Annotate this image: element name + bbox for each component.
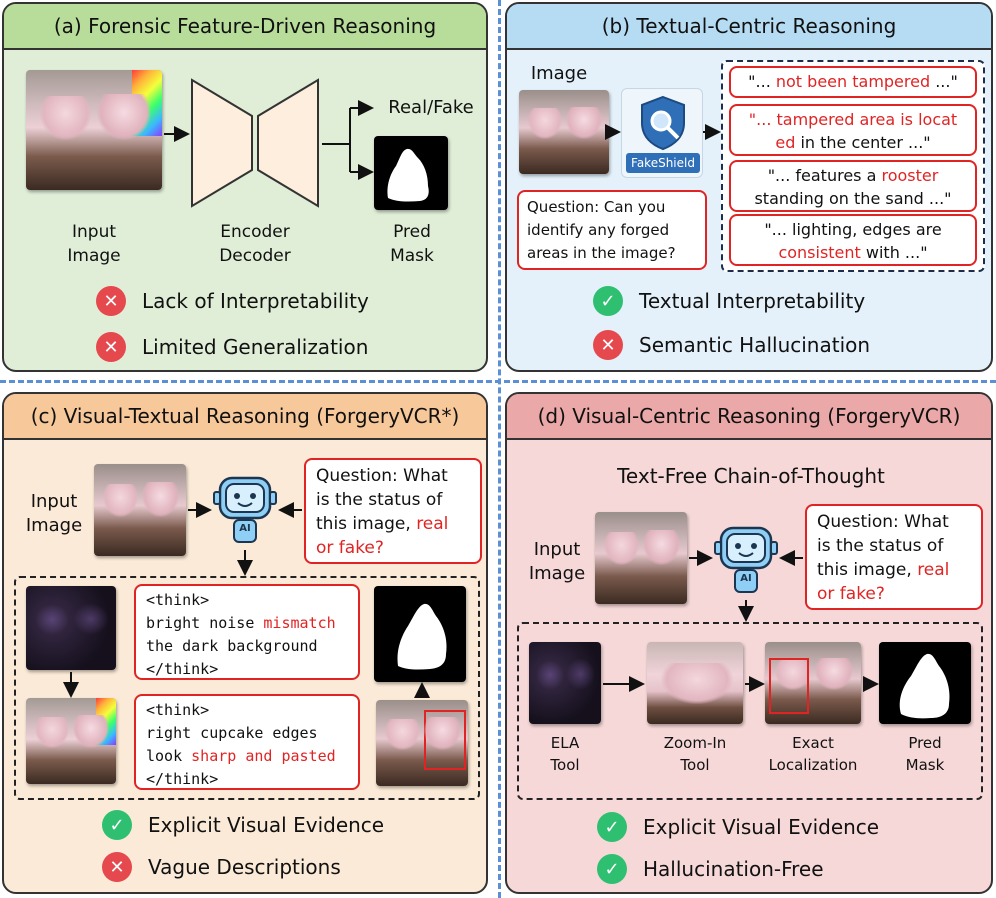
status-c-2-text: Vague Descriptions xyxy=(148,855,341,879)
panel-d-subtitle: Text-Free Chain-of-Thought xyxy=(617,464,885,488)
cross-icon: ✕ xyxy=(96,286,126,316)
response-2: "... tampered area is locat ed in the ce… xyxy=(729,104,977,156)
panel-c-title: (c) Visual-Textual Reasoning (ForgeryVCR… xyxy=(4,394,486,440)
response-3: "... features a rooster standing on the … xyxy=(729,160,977,212)
ela-image-c xyxy=(26,586,116,670)
status-c-1-text: Explicit Visual Evidence xyxy=(148,813,385,837)
input-image xyxy=(26,70,162,190)
status-a-2-text: Limited Generalization xyxy=(142,335,369,359)
cross-icon: ✕ xyxy=(102,852,132,882)
step-1-l2: Tool xyxy=(550,756,580,774)
vertical-divider xyxy=(498,0,501,898)
fakeshield-text: FakeShield xyxy=(626,153,700,173)
status-d-2-text: Hallucination-Free xyxy=(643,857,824,881)
step-1-l1: ELA xyxy=(550,734,580,752)
question-bubble-b: Question: Can you identify any forged ar… xyxy=(517,190,707,270)
shield-icon xyxy=(641,95,685,151)
question-line-2: identify any forged xyxy=(527,221,670,239)
response-4: "... lighting, edges are consistent with… xyxy=(729,214,977,266)
question-line-1: Question: Can you xyxy=(527,198,666,216)
input-label-2: Image xyxy=(67,246,121,266)
forgery-box-d xyxy=(769,658,809,714)
panel-d-title: (d) Visual-Centric Reasoning (ForgeryVCR… xyxy=(507,394,991,440)
question-line-3: areas in the image? xyxy=(527,244,676,262)
forgery-box-c xyxy=(424,710,466,770)
step-4-l2: Mask xyxy=(905,756,945,774)
status-b-2: ✕ Semantic Hallucination xyxy=(593,330,870,360)
status-d-1: ✓ Explicit Visual Evidence xyxy=(597,812,879,842)
real-fake-output: Real/Fake xyxy=(388,97,474,118)
response-1: "... not been tampered ..." xyxy=(729,66,977,98)
check-icon: ✓ xyxy=(102,810,132,840)
status-b-1: ✓ Textual Interpretability xyxy=(593,286,865,316)
ai-badge-c: AI xyxy=(239,523,251,534)
model-label-2: Decoder xyxy=(219,246,291,266)
ai-badge-d: AI xyxy=(740,573,752,584)
fakeshield-logo: FakeShield xyxy=(621,88,703,178)
ela-tool-image xyxy=(529,642,601,724)
model-label-1: Encoder xyxy=(220,222,290,242)
panel-a: (a) Forensic Feature-Driven Reasoning In… xyxy=(2,2,488,372)
step-3-l1: Exact xyxy=(792,734,834,752)
robot-icon: AI xyxy=(713,522,779,598)
robot-icon: AI xyxy=(212,472,278,548)
input-image-d xyxy=(595,512,687,604)
input-image-b xyxy=(519,90,609,174)
pred-mask-a xyxy=(374,136,448,210)
status-a-2: ✕ Limited Generalization xyxy=(96,332,368,362)
think-bubble-1: <think> bright noise mismatch the dark b… xyxy=(134,584,360,680)
check-icon: ✓ xyxy=(597,854,627,884)
input-image-c xyxy=(94,464,186,556)
horizontal-divider xyxy=(0,380,996,383)
tool-chain-box-d xyxy=(517,622,983,800)
status-b-1-text: Textual Interpretability xyxy=(639,289,866,313)
think-bubble-2: <think> right cupcake edges look sharp a… xyxy=(134,694,360,790)
localized-image-c xyxy=(376,700,468,786)
exact-localization-image xyxy=(765,642,861,724)
image-label: Image xyxy=(530,63,588,84)
input-label-d-1: Input xyxy=(533,539,581,560)
status-b-2-text: Semantic Hallucination xyxy=(639,333,871,357)
cross-icon: ✕ xyxy=(96,332,126,362)
encoder-decoder-icon xyxy=(191,78,319,208)
panel-b: (b) Textual-Centric Reasoning Image Fake… xyxy=(505,2,993,372)
pred-mask-c xyxy=(374,586,466,682)
status-c-1: ✓ Explicit Visual Evidence xyxy=(102,810,384,840)
pred-mask-d xyxy=(879,642,971,724)
check-icon: ✓ xyxy=(597,812,627,842)
check-icon: ✓ xyxy=(593,286,623,316)
status-d-1-text: Explicit Visual Evidence xyxy=(643,815,880,839)
reasoning-box-c xyxy=(14,576,480,800)
status-d-2: ✓ Hallucination-Free xyxy=(597,854,824,884)
input-label-1: Input xyxy=(71,222,117,242)
question-bubble-d: Question: What is the status of this ima… xyxy=(805,504,983,610)
input-label-c-2: Image xyxy=(25,515,83,536)
step-2-l2: Tool xyxy=(680,756,710,774)
step-4-l1: Pred xyxy=(908,734,942,752)
input-label-d-2: Image xyxy=(528,563,586,584)
question-bubble-c: Question: What is the status of this ima… xyxy=(304,458,482,564)
step-2-l1: Zoom-In xyxy=(663,734,727,752)
panel-c: (c) Visual-Textual Reasoning (ForgeryVCR… xyxy=(2,392,488,894)
panel-a-title: (a) Forensic Feature-Driven Reasoning xyxy=(4,4,486,50)
panel-b-title: (b) Textual-Centric Reasoning xyxy=(507,4,991,50)
zoom-in-tool-image xyxy=(647,642,743,724)
panel-d: (d) Visual-Centric Reasoning (ForgeryVCR… xyxy=(505,392,993,894)
step-3-l2: Localization xyxy=(768,756,858,774)
input-label-c-1: Input xyxy=(30,491,78,512)
cross-icon: ✕ xyxy=(593,330,623,360)
status-a-1-text: Lack of Interpretability xyxy=(142,289,369,313)
crop-image-c xyxy=(26,698,116,784)
status-c-2: ✕ Vague Descriptions xyxy=(102,852,341,882)
status-a-1: ✕ Lack of Interpretability xyxy=(96,286,369,316)
mask-label-2: Mask xyxy=(390,246,434,266)
mask-label-1: Pred xyxy=(393,222,431,242)
